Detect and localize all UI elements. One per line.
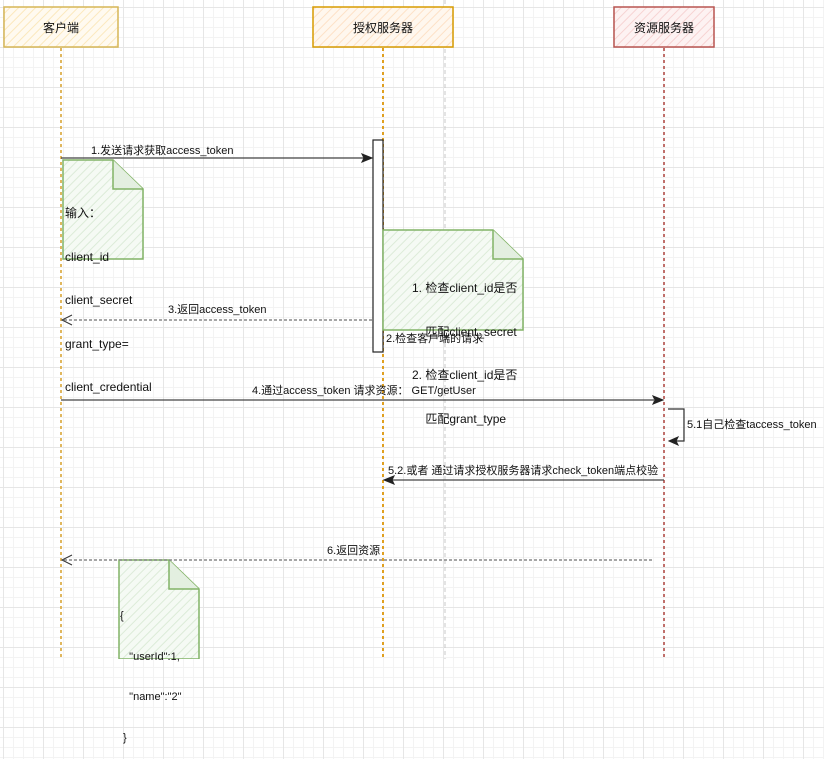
note-checks-text: 1. 检查client_id是否 匹配client_secret 2. 检查cl… — [412, 252, 517, 441]
message-1-label: 1.发送请求获取access_token — [91, 145, 234, 157]
message-5-2-arrowhead — [382, 475, 396, 485]
message-1-arrowhead — [360, 153, 374, 163]
note-input-line: client_id — [65, 249, 110, 264]
note-checks-line: 匹配grant_type — [412, 411, 507, 426]
note-input-fold — [112, 160, 143, 190]
participant-client-box[interactable] — [3, 6, 119, 48]
message-3-label: 3.返回access_token — [168, 304, 267, 316]
participant-auth-box[interactable] — [312, 6, 454, 48]
note-response-line: "name":"2" — [120, 691, 182, 703]
note-checks-line: 1. 检查client_id是否 — [412, 281, 518, 295]
message-5-2-label: 5.2.或者 通过请求授权服务器请求check_token端点校验 — [388, 465, 659, 477]
message-4-arrowhead — [651, 395, 665, 405]
participant-resource-label: 资源服务器 — [633, 20, 694, 35]
note-checks-shape[interactable] — [382, 229, 524, 331]
note-input-text: 输入： client_id client_secret grant_type= … — [65, 177, 152, 409]
message-5-1-arrowhead — [667, 435, 680, 447]
message-5-1-label: 5.1自己检查taccess_token — [687, 419, 817, 431]
note-input-line: 输入： — [65, 206, 102, 220]
participant-client-label: 客户端 — [42, 20, 79, 35]
message-6-label: 6.返回资源 — [327, 545, 381, 557]
message-5-1-line[interactable] — [668, 408, 685, 442]
participant-resource-box[interactable] — [613, 6, 715, 48]
message-4-label: 4.通过access_token 请求资源： GET/getUser — [252, 385, 476, 397]
note-response-fold — [168, 560, 199, 590]
activation-bar-auth[interactable] — [372, 139, 384, 353]
message-6-arrowhead — [60, 554, 73, 566]
note-response-line: "userId":1, — [120, 650, 180, 663]
note-response-line: } — [120, 731, 127, 744]
note-response-text: { "userId":1, "name":"2" } — [120, 583, 181, 759]
note-checks-fold — [492, 230, 523, 260]
message-2-label: 2.检查客户端的请求 — [386, 333, 484, 345]
note-response-line: { — [120, 610, 124, 622]
note-input-line: grant_type= — [65, 336, 129, 351]
note-input-line: client_secret — [65, 293, 133, 307]
note-checks-line: 匹配client_secret — [412, 324, 517, 339]
message-3-arrowhead — [60, 314, 73, 326]
note-input-line: client_credential — [65, 380, 152, 394]
participant-auth-label: 授权服务器 — [352, 20, 413, 35]
note-checks-line: 2. 检查client_id是否 — [412, 368, 518, 382]
